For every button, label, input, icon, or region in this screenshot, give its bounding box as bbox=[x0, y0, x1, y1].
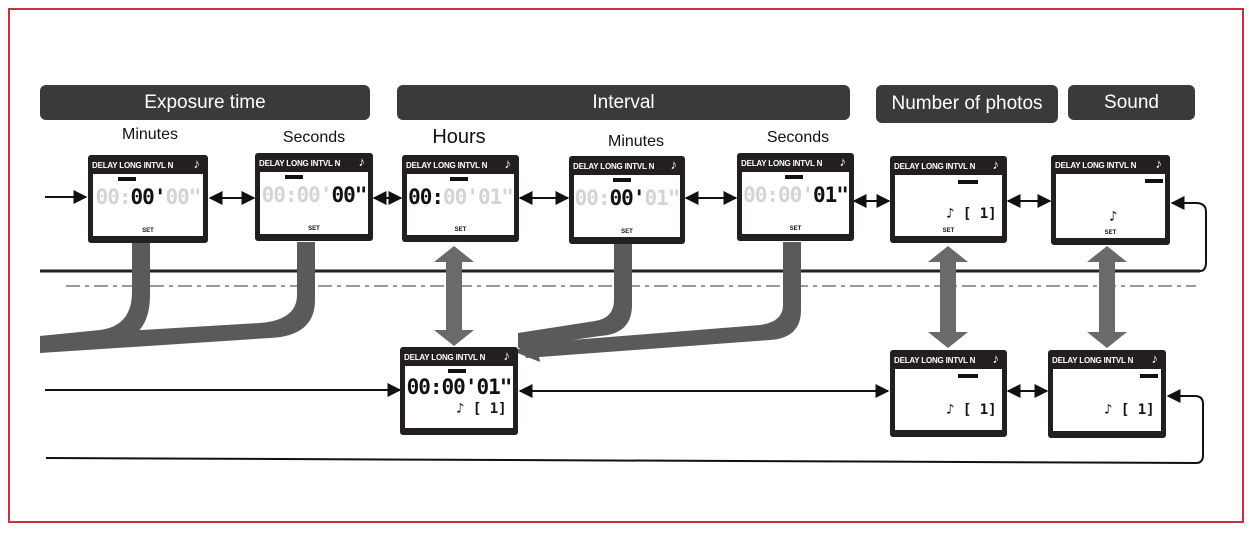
band-interval-seconds bbox=[522, 242, 801, 358]
header-exposure-time: Exposure time bbox=[40, 85, 370, 120]
note-icon: ♪ bbox=[358, 154, 366, 169]
lcd-time-display: 00:00'01" bbox=[574, 186, 681, 210]
note-icon: ♪ bbox=[670, 157, 678, 172]
selection-mark bbox=[1145, 179, 1163, 183]
lcd-mode-text: DELAY LONG INTVL N bbox=[894, 356, 976, 365]
lcd-mode-text: DELAY LONG INTVL N bbox=[894, 162, 976, 171]
band-interval-minutes bbox=[518, 242, 632, 348]
lcd-time-display: 00:00'00" bbox=[261, 183, 368, 207]
lcd-mode-text: DELAY LONG INTVL N bbox=[1055, 161, 1137, 170]
lcd-exposure-minutes: DELAY LONG INTVL N ♪ 00:00'00" SET bbox=[88, 155, 208, 243]
lcd-interval-result: DELAY LONG INTVL N ♪ 00:00'01" ♪ [ 1] bbox=[400, 347, 518, 435]
header-number-of-photos: Number of photos bbox=[876, 85, 1058, 123]
lcd-time-display: 00:00'00" bbox=[95, 185, 202, 209]
note-icon: ♪ bbox=[839, 154, 847, 169]
lcd-time-display: 00:00'01" bbox=[408, 185, 514, 209]
set-label: SET bbox=[308, 226, 320, 232]
lcd-mode-text: DELAY LONG INTVL N bbox=[259, 159, 341, 168]
photo-count: ♪ [ 1] bbox=[1104, 402, 1155, 418]
return-loop-top bbox=[1170, 196, 1207, 272]
lcd-number-of-photos: DELAY LONG INTVL N ♪ ♪ [ 1] SET bbox=[890, 156, 1007, 243]
photo-count: ♪ [ 1] bbox=[456, 401, 507, 417]
label-exposure-seconds: Seconds bbox=[282, 129, 346, 146]
lcd-mode-text: DELAY LONG INTVL N bbox=[1052, 356, 1134, 365]
label-interval-seconds: Seconds bbox=[766, 129, 830, 146]
lcd-mode-text: DELAY LONG INTVL N bbox=[573, 162, 655, 171]
selection-mark bbox=[118, 177, 136, 181]
band-exposure-seconds bbox=[40, 242, 315, 353]
return-loop-bottom bbox=[45, 389, 1204, 465]
label-interval-hours: Hours bbox=[432, 126, 486, 148]
selection-mark bbox=[958, 180, 978, 184]
lcd-mode-text: DELAY LONG INTVL N bbox=[741, 159, 823, 168]
note-icon: ♪ bbox=[193, 156, 201, 171]
selection-mark bbox=[958, 374, 978, 378]
lcd-mode-text: DELAY LONG INTVL N bbox=[406, 161, 488, 170]
lcd-interval-seconds: DELAY LONG INTVL N ♪ 00:00'01" SET bbox=[737, 153, 854, 241]
lcd-interval-hours: DELAY LONG INTVL N ♪ 00:00'01" SET bbox=[402, 155, 519, 242]
selection-mark bbox=[285, 175, 303, 179]
set-label: SET bbox=[789, 226, 802, 232]
selection-mark bbox=[1140, 374, 1158, 378]
band-exposure-minutes bbox=[40, 242, 150, 352]
lcd-time-display: 00:00'01" bbox=[406, 375, 513, 399]
selection-mark bbox=[448, 369, 466, 373]
selection-mark bbox=[450, 177, 468, 181]
lcd-interval-minutes: DELAY LONG INTVL N ♪ 00:00'01" SET bbox=[569, 156, 685, 244]
set-label: SET bbox=[942, 228, 955, 234]
double-arrow-photos bbox=[928, 246, 968, 348]
set-label: SET bbox=[621, 229, 633, 235]
double-arrow-sound bbox=[1087, 246, 1127, 348]
note-icon: ♪ bbox=[992, 157, 1000, 172]
sound-note-icon: ♪ bbox=[1109, 209, 1118, 225]
header-sound: Sound bbox=[1068, 85, 1195, 120]
lcd-sound-bottom: DELAY LONG INTVL N ♪ ♪ [ 1] bbox=[1048, 350, 1166, 438]
band-arrowhead bbox=[515, 336, 540, 362]
note-icon: ♪ bbox=[1151, 351, 1159, 366]
lcd-exposure-seconds: DELAY LONG INTVL N ♪ 00:00'00" SET bbox=[255, 153, 373, 241]
selection-mark bbox=[613, 178, 631, 182]
header-interval: Interval bbox=[397, 85, 850, 120]
photo-count: ♪ [ 1] bbox=[946, 206, 997, 222]
photo-count: ♪ [ 1] bbox=[946, 402, 997, 418]
lcd-mode-text: DELAY LONG INTVL N bbox=[404, 353, 486, 362]
set-label: SET bbox=[1104, 230, 1117, 236]
set-label: SET bbox=[454, 227, 467, 233]
note-icon: ♪ bbox=[992, 351, 1000, 366]
label-interval-minutes: Minutes bbox=[607, 133, 665, 150]
note-icon: ♪ bbox=[504, 156, 512, 171]
selection-mark bbox=[785, 175, 803, 179]
set-label: SET bbox=[142, 228, 154, 234]
note-icon: ♪ bbox=[503, 348, 511, 363]
double-arrow-hours bbox=[434, 246, 474, 346]
lcd-mode-text: DELAY LONG INTVL N bbox=[92, 161, 174, 170]
note-icon: ♪ bbox=[1155, 156, 1163, 171]
lcd-sound: DELAY LONG INTVL N ♪ ♪ SET bbox=[1051, 155, 1170, 245]
figure-frame bbox=[8, 8, 1244, 523]
lcd-time-display: 00:00'01" bbox=[743, 183, 849, 207]
label-exposure-minutes: Minutes bbox=[121, 126, 179, 143]
lcd-number-of-photos-bottom: DELAY LONG INTVL N ♪ ♪ [ 1] bbox=[890, 350, 1007, 437]
